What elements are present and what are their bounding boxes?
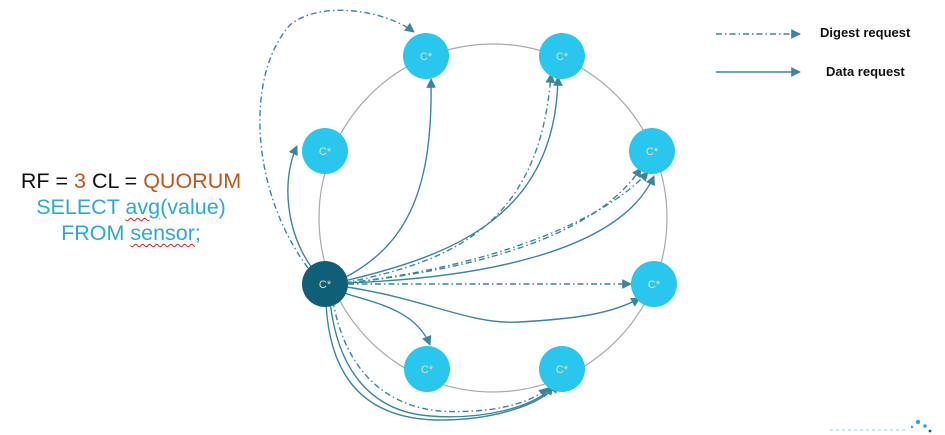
- terminator: ;: [194, 221, 201, 245]
- from-line: FROM sensor;: [0, 220, 262, 246]
- node-label: C*: [648, 279, 661, 291]
- from-keyword: FROM: [61, 221, 131, 245]
- digest-arrow-to-top-right: [343, 73, 556, 284]
- from-table: sensor: [130, 221, 195, 245]
- node-bottom-left: C*: [404, 346, 450, 392]
- data-arrow-to-bottom-left: [340, 291, 432, 346]
- node-right-lower: C*: [631, 261, 677, 307]
- data-arrow-to-right-lower: [346, 286, 641, 323]
- node-bottom-right: C*: [539, 346, 585, 392]
- cl-label: CL =: [86, 169, 144, 193]
- token-ring: [318, 43, 668, 393]
- digest-arrow-to-bottom-right: [332, 300, 549, 413]
- cl-value: QUORUM: [143, 169, 242, 193]
- digest-arrow-to-right-upper-1: [345, 167, 642, 284]
- rf-value: 3: [74, 169, 87, 193]
- node-right-upper: C*: [629, 128, 675, 174]
- node-top-left: C*: [403, 33, 449, 79]
- node-label: C*: [556, 364, 569, 376]
- data-arrow-to-bottom-right-1: [329, 300, 554, 418]
- data-arrow-to-left: [287, 145, 313, 269]
- select-func: avg: [125, 195, 161, 219]
- legend-digest-label: Digest request: [820, 25, 911, 40]
- data-arrow-to-top-left: [341, 78, 437, 280]
- replication-line: RF = 3 CL = QUORUM: [0, 168, 262, 194]
- node-left: C*: [302, 128, 348, 174]
- data-arrow-to-top-right: [343, 76, 563, 282]
- node-label: C*: [319, 279, 332, 291]
- node-coordinator: C*: [302, 261, 348, 307]
- node-label: C*: [421, 364, 434, 376]
- node-label: C*: [646, 146, 659, 158]
- node-top-right: C*: [539, 33, 585, 79]
- arrows: [259, 9, 655, 421]
- digest-arrow-to-top-left: [259, 9, 415, 269]
- rf-label: RF =: [20, 169, 75, 193]
- select-arg: (value): [160, 195, 226, 219]
- node-label: C*: [556, 51, 569, 63]
- select-line: SELECT avg(value): [0, 194, 262, 220]
- data-arrow-to-bottom-right-2: [325, 302, 559, 421]
- select-keyword: SELECT: [36, 195, 126, 219]
- legend-data-label: Data request: [826, 64, 905, 79]
- query-text: RF = 3 CL = QUORUM SELECT avg(value) FRO…: [0, 168, 262, 246]
- corner-decoration: [830, 419, 932, 433]
- data-arrow-to-right-upper: [345, 175, 655, 284]
- node-label: C*: [319, 146, 332, 158]
- node-label: C*: [420, 51, 433, 63]
